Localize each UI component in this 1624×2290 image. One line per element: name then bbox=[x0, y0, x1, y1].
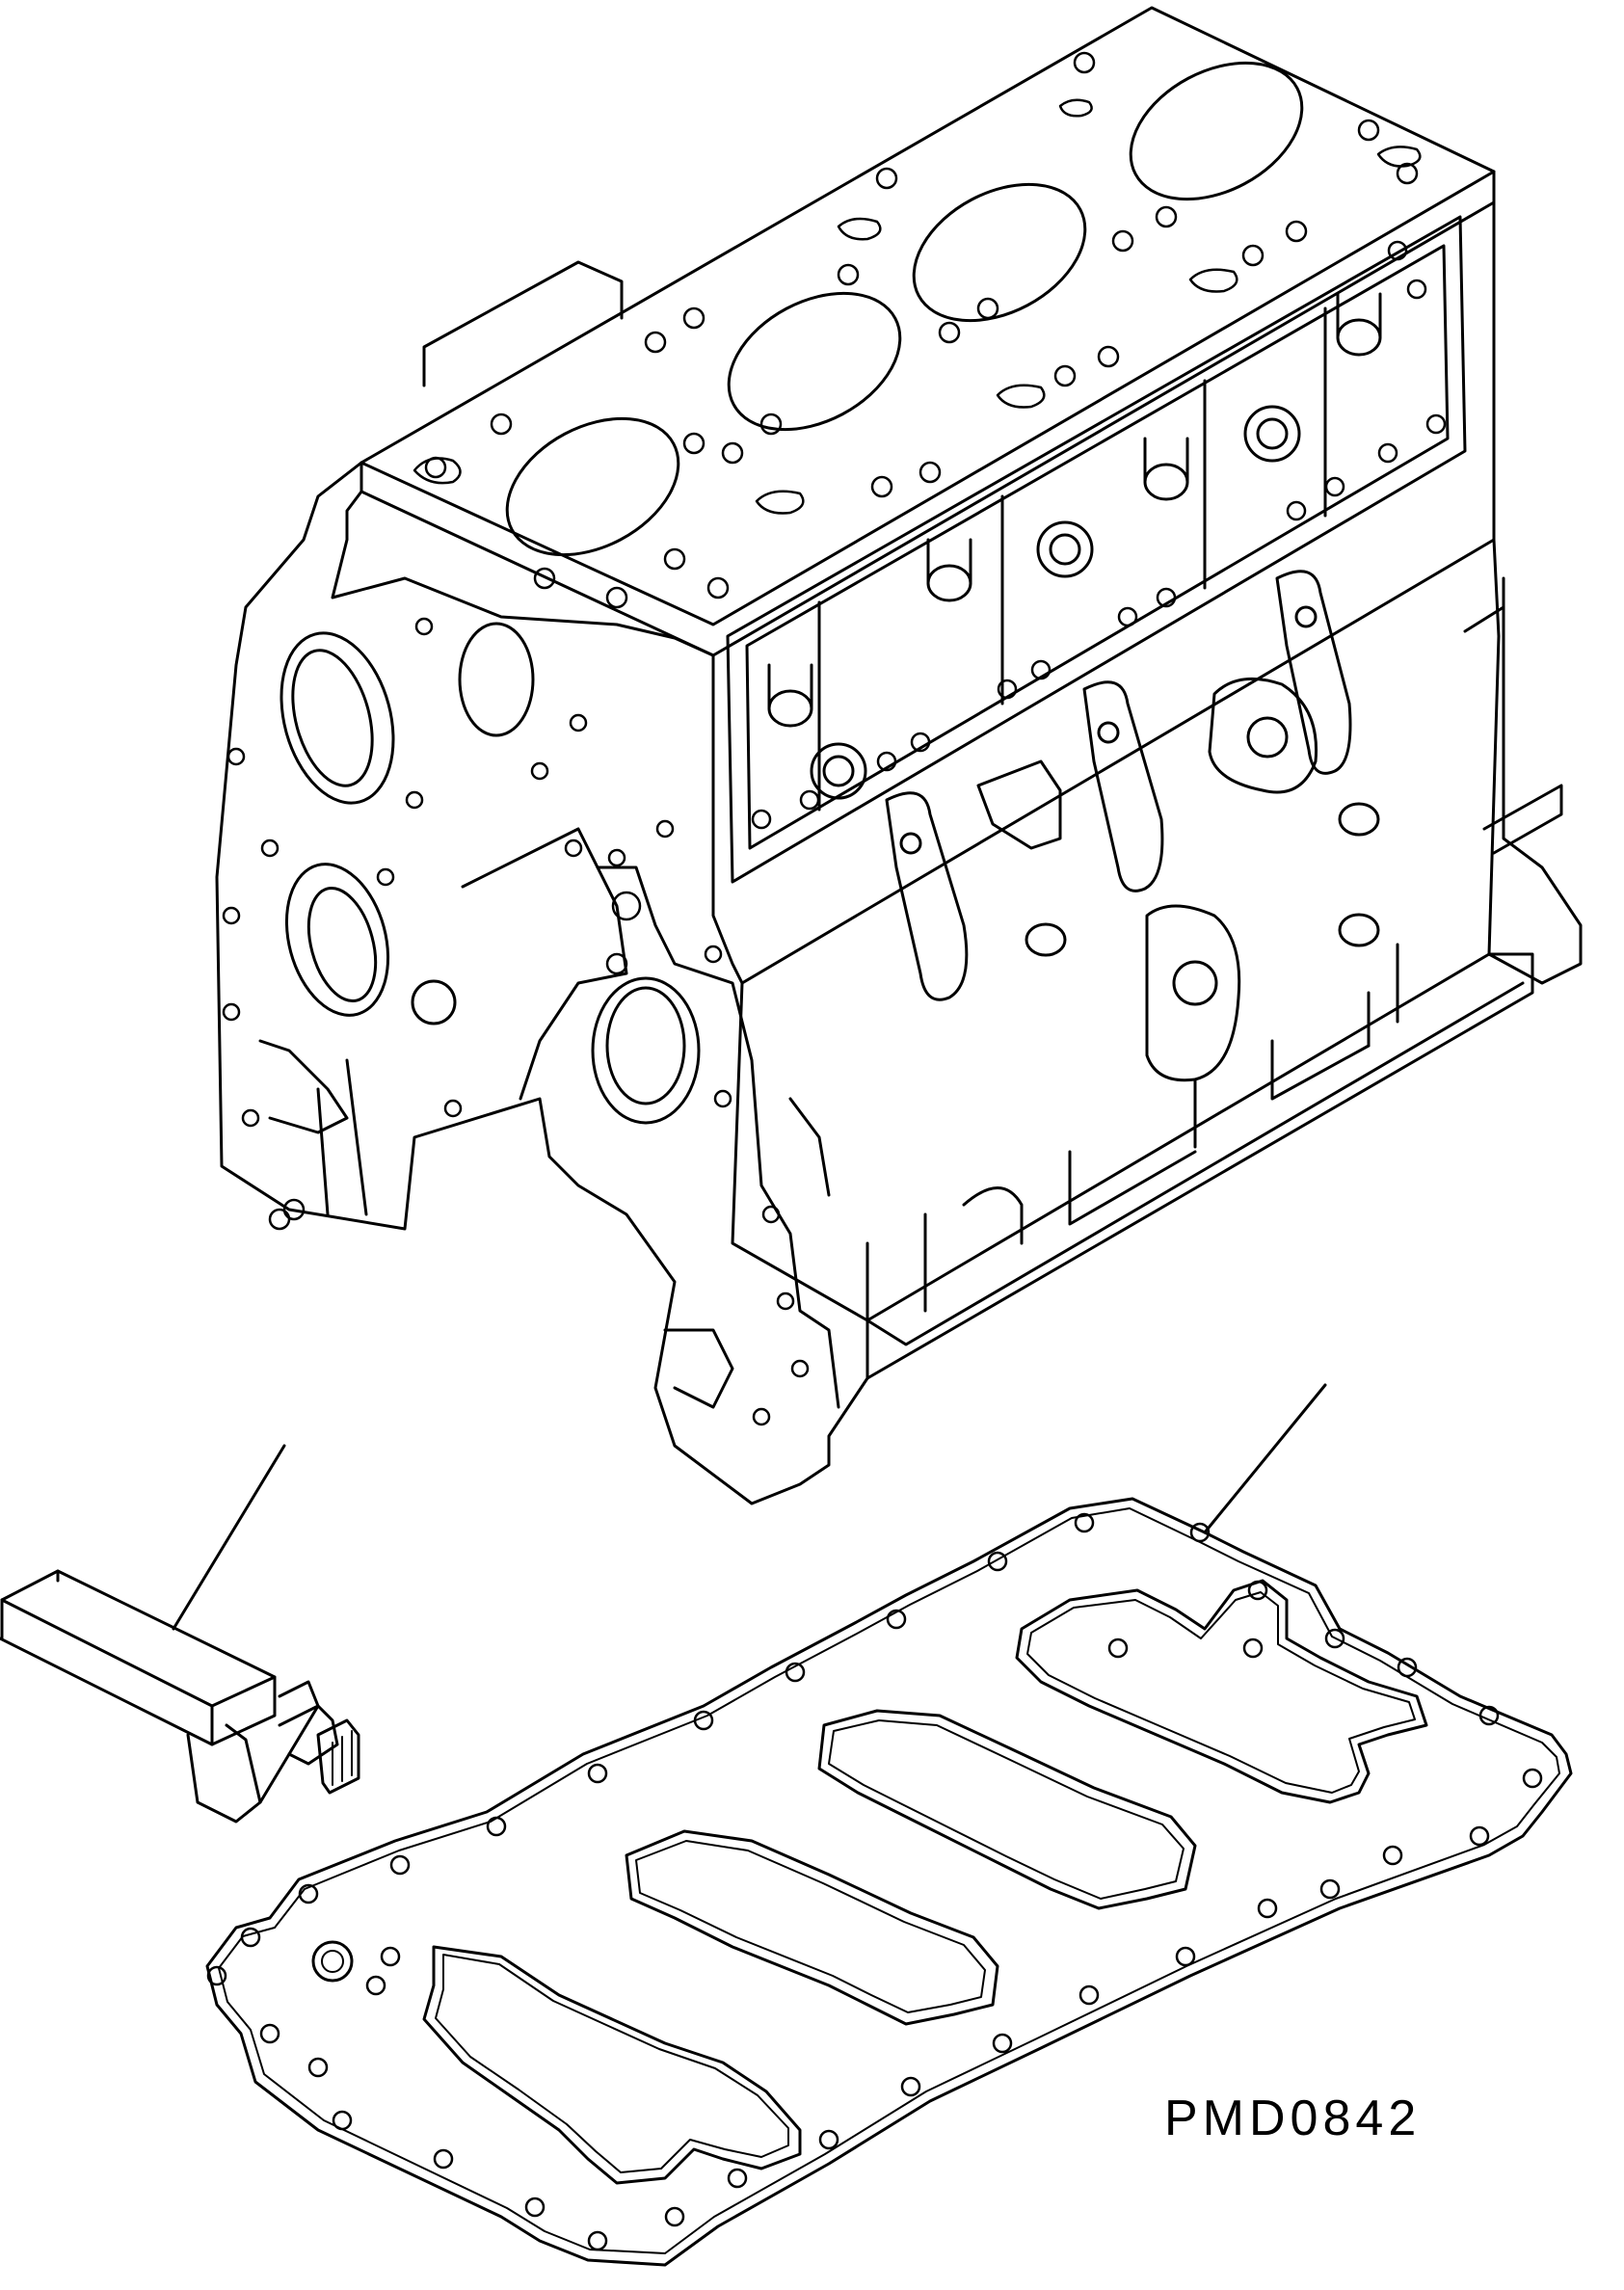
tappet-chamber-ribs bbox=[817, 306, 1327, 812]
block-rear-housing bbox=[422, 260, 624, 387]
cylinder-block bbox=[215, 6, 1583, 1505]
gasket-cutout-3 bbox=[817, 1709, 1197, 1910]
main-bearing-lugs bbox=[885, 570, 1352, 1001]
plug-fitting bbox=[0, 1444, 360, 1824]
crankcase-details bbox=[865, 605, 1563, 1332]
tappet-chamber-frame bbox=[726, 215, 1467, 884]
front-bores bbox=[280, 622, 701, 1125]
crankcase-lower-edge bbox=[1487, 576, 1583, 985]
gasket-cutout-3-inner bbox=[828, 1719, 1185, 1900]
gasket-bolt-holes bbox=[206, 1512, 1543, 2251]
gasket-cutout-4-inner bbox=[1026, 1591, 1416, 1794]
crankcase-skirt bbox=[865, 952, 1534, 1380]
front-plate-outline bbox=[258, 827, 840, 1409]
crankcase-rail bbox=[865, 981, 1525, 1346]
gasket-outline-inner bbox=[218, 1507, 1560, 2254]
oil-flanges bbox=[976, 677, 1380, 1082]
block-side-face bbox=[711, 200, 1496, 985]
gasket-cutout-1-inner bbox=[435, 1954, 789, 2173]
tappet-chamber-inner bbox=[745, 244, 1450, 850]
plug-thread-stem bbox=[278, 1704, 339, 1766]
gasket-cutout-4 bbox=[1015, 1579, 1428, 1804]
chamber-holes bbox=[751, 240, 1447, 830]
cylinder-bore-2 bbox=[727, 291, 902, 432]
plug-flange-edge bbox=[225, 1723, 262, 1804]
gasket-large-hole bbox=[311, 1940, 354, 1983]
gasket-cutout-1 bbox=[422, 1945, 802, 2185]
block-front-face bbox=[215, 461, 869, 1505]
push-rod-bosses bbox=[767, 292, 1382, 800]
plug-tip-threads bbox=[332, 1730, 353, 1786]
plug-leader-line bbox=[172, 1444, 286, 1631]
diagram-reference-code: PMD0842 bbox=[1164, 2090, 1422, 2146]
gasket-cutout-2-inner bbox=[635, 1840, 986, 2013]
front-face-edge bbox=[331, 490, 715, 657]
plug-body-edge bbox=[0, 1569, 277, 1746]
crankcase-side bbox=[731, 538, 1501, 1322]
front-bolt-holes bbox=[222, 617, 810, 1426]
gasket-large-hole-inner bbox=[321, 1950, 344, 1973]
gasket-outline bbox=[205, 1497, 1573, 2267]
cylinder-bore-1 bbox=[505, 416, 680, 557]
plug-flange bbox=[186, 1680, 320, 1824]
cylinder-bore-4 bbox=[1129, 61, 1304, 201]
deck-water-passages bbox=[413, 98, 1422, 515]
cylinder-bore-3 bbox=[912, 182, 1087, 323]
plug-body bbox=[0, 1569, 277, 1746]
deck-holes bbox=[424, 51, 1419, 609]
oil-pan-gasket bbox=[205, 1383, 1573, 2267]
plug-tip bbox=[316, 1718, 360, 1795]
gasket-leader-line bbox=[1203, 1383, 1327, 1534]
gasket-cutout-2 bbox=[625, 1829, 999, 2026]
